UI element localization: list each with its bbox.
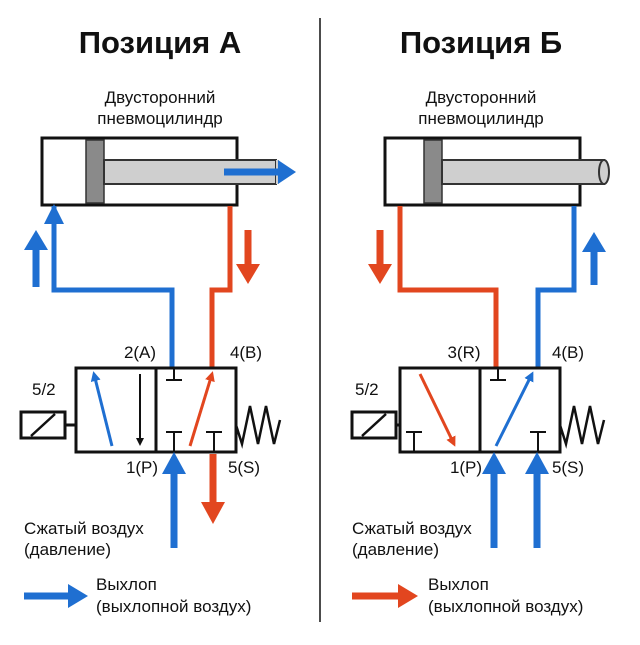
supply-arrow-b2 xyxy=(525,452,549,548)
supply-arrow-a xyxy=(162,452,186,548)
solenoid-b xyxy=(350,410,400,440)
legend-label-line1: Выхлоп xyxy=(428,575,489,594)
cylinder-a xyxy=(40,136,296,207)
legend-arrow-blue xyxy=(24,584,88,608)
flow-arrow-up-blue-a xyxy=(24,230,48,287)
pipe-port-b xyxy=(535,206,577,368)
port-label-a: 2(A) xyxy=(124,343,156,362)
cylinder-label-line1: Двусторонний xyxy=(105,88,216,107)
valve-a xyxy=(74,366,238,454)
port-label-b: 4(B) xyxy=(552,343,584,362)
legend-label-line2: (выхлопной воздух) xyxy=(96,597,251,616)
legend-label-line2: (выхлопной воздух) xyxy=(428,597,583,616)
valve-type-label: 5/2 xyxy=(355,380,379,399)
piston-b xyxy=(423,139,443,204)
cylinder-b xyxy=(383,136,610,207)
valve-b xyxy=(398,366,562,454)
supply-arrow-b xyxy=(482,452,506,548)
cylinder-label-line1: Двусторонний xyxy=(426,88,537,107)
exhaust-arrow-a xyxy=(201,454,225,524)
solenoid-a xyxy=(19,410,76,440)
supply-label-line2: (давление) xyxy=(24,540,111,559)
title-position-a: Позиция А xyxy=(79,25,241,60)
port-label-r: 3(R) xyxy=(447,343,480,362)
pipe-port-a xyxy=(51,206,175,368)
cylinder-label-line2: пневмоцилиндр xyxy=(97,109,222,128)
flow-arrow-up-blue-b xyxy=(582,232,606,285)
pipe-port-r xyxy=(397,206,499,368)
supply-label-line1: Сжатый воздух xyxy=(24,519,144,538)
port-label-s: 5(S) xyxy=(228,458,260,477)
panel-position-a: Позиция А Двусторонний пневмоцилиндр 2(A… xyxy=(19,25,296,616)
flow-arrow-down-red-b xyxy=(368,230,392,284)
piston-a xyxy=(85,139,105,204)
cylinder-label-line2: пневмоцилиндр xyxy=(418,109,543,128)
port-label-b: 4(B) xyxy=(230,343,262,362)
pipe-port-b xyxy=(209,206,233,368)
spring-b xyxy=(558,405,606,449)
legend-label-line1: Выхлоп xyxy=(96,575,157,594)
flow-arrow-down-red-a xyxy=(236,230,260,284)
valve-type-label: 5/2 xyxy=(32,380,56,399)
legend-arrow-red xyxy=(352,584,418,608)
spring-a xyxy=(234,405,282,449)
port-label-p: 1(P) xyxy=(450,458,482,477)
port-label-p: 1(P) xyxy=(126,458,158,477)
piston-rod-b xyxy=(441,159,605,185)
panel-position-b: Позиция Б Двусторонний пневмоцилиндр 3(R… xyxy=(350,25,610,616)
port-label-s: 5(S) xyxy=(552,458,584,477)
supply-label-line1: Сжатый воздух xyxy=(352,519,472,538)
supply-label-line2: (давление) xyxy=(352,540,439,559)
title-position-b: Позиция Б xyxy=(400,25,562,60)
